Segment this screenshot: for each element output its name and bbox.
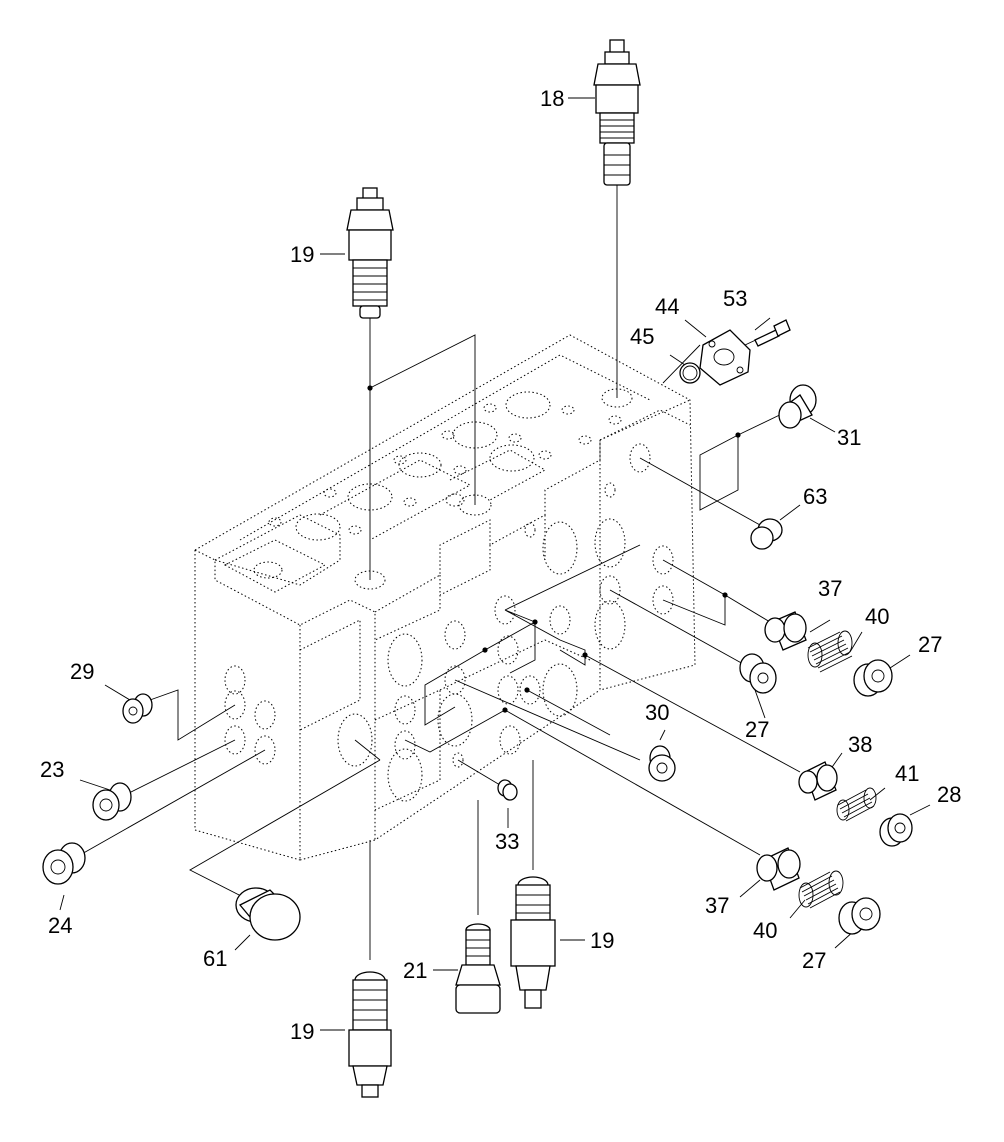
part-33-plug xyxy=(497,779,518,801)
label-19-right: 19 xyxy=(590,928,614,953)
part-19-relief-valve-top xyxy=(346,187,394,319)
label-61: 61 xyxy=(203,946,227,971)
label-28: 28 xyxy=(937,782,961,807)
label-37-upper: 37 xyxy=(818,576,842,601)
part-40-spring-lower xyxy=(798,870,844,909)
part-44-flange xyxy=(699,329,751,386)
part-41-spring xyxy=(836,787,877,822)
label-24: 24 xyxy=(48,913,72,938)
label-19-top: 19 xyxy=(290,242,314,267)
part-labels: 18 19 44 53 45 31 63 37 40 27 27 29 30 3… xyxy=(40,86,961,1044)
label-29: 29 xyxy=(70,659,94,684)
part-31-plug xyxy=(778,384,817,429)
part-19-relief-valve-right xyxy=(510,876,556,1009)
part-27-plug-lower xyxy=(838,897,881,935)
label-40-lower: 40 xyxy=(753,918,777,943)
label-30: 30 xyxy=(645,700,669,725)
label-41: 41 xyxy=(895,761,919,786)
label-40-upper: 40 xyxy=(865,604,889,629)
part-40-spring-upper xyxy=(807,630,853,673)
part-45-o-ring xyxy=(679,362,701,384)
part-28-plug xyxy=(879,813,913,847)
part-38-sleeve xyxy=(798,761,838,801)
label-53: 53 xyxy=(723,286,747,311)
part-24-plug xyxy=(42,842,86,885)
label-45: 45 xyxy=(630,324,654,349)
part-21-valve xyxy=(455,923,501,1014)
part-18-relief-valve xyxy=(593,39,641,186)
leader-lines xyxy=(59,97,931,1031)
part-27-plug-middle xyxy=(739,653,777,694)
part-61-plug xyxy=(235,887,301,941)
part-29-plug xyxy=(122,693,153,724)
label-31: 31 xyxy=(837,425,861,450)
label-44: 44 xyxy=(655,294,679,319)
label-27-upper: 27 xyxy=(918,632,942,657)
label-27-lower: 27 xyxy=(802,948,826,973)
label-23: 23 xyxy=(40,757,64,782)
label-18: 18 xyxy=(540,86,564,111)
part-23-plug xyxy=(92,782,132,821)
part-19-relief-valve-bottom xyxy=(348,971,392,1098)
part-63-plug xyxy=(750,518,783,550)
part-37-sleeve-upper xyxy=(764,611,807,651)
part-37-sleeve-lower xyxy=(756,847,801,891)
label-37-lower: 37 xyxy=(705,893,729,918)
label-21: 21 xyxy=(403,958,427,983)
label-38: 38 xyxy=(848,732,872,757)
label-19-bottom: 19 xyxy=(290,1019,314,1044)
label-27-middle: 27 xyxy=(745,717,769,742)
part-53-bolt xyxy=(754,319,791,347)
label-63: 63 xyxy=(803,484,827,509)
label-33: 33 xyxy=(495,829,519,854)
valve-block-body xyxy=(194,334,696,861)
part-27-plug-upper xyxy=(853,659,893,697)
part-30-plug xyxy=(648,745,676,782)
